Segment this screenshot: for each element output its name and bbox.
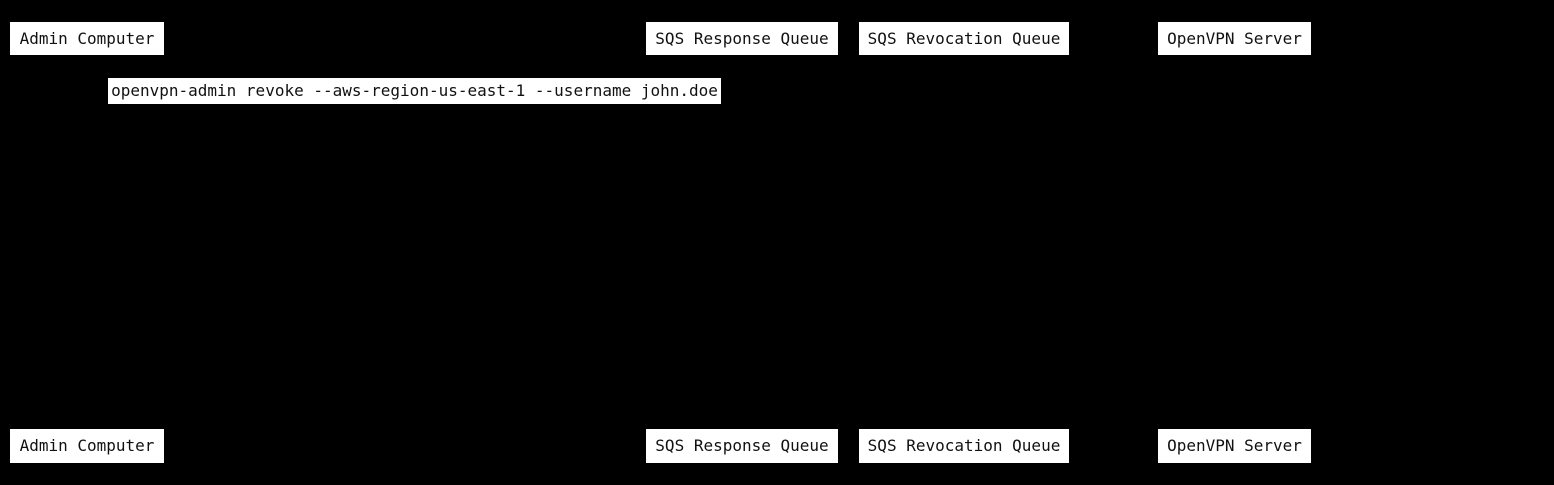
participant-openvpn-server-top: OpenVPN Server <box>1158 22 1311 55</box>
participant-openvpn-server-bottom: OpenVPN Server <box>1158 429 1311 463</box>
lifeline-admin-computer <box>87 55 88 429</box>
participant-sqs-revocation-queue-top: SQS Revocation Queue <box>859 22 1069 55</box>
lifeline-openvpn-server <box>1234 55 1235 429</box>
participant-admin-computer-bottom: Admin Computer <box>10 429 164 463</box>
participant-sqs-revocation-queue-bottom: SQS Revocation Queue <box>859 429 1069 463</box>
participant-sqs-response-queue-bottom: SQS Response Queue <box>646 429 838 463</box>
lifeline-sqs-response-queue <box>742 55 743 429</box>
message-label-revoke-command: openvpn-admin revoke --aws-region-us-eas… <box>108 78 721 104</box>
participant-admin-computer-top: Admin Computer <box>10 22 164 55</box>
lifeline-sqs-revocation-queue <box>964 55 965 429</box>
participant-sqs-response-queue-top: SQS Response Queue <box>646 22 838 55</box>
